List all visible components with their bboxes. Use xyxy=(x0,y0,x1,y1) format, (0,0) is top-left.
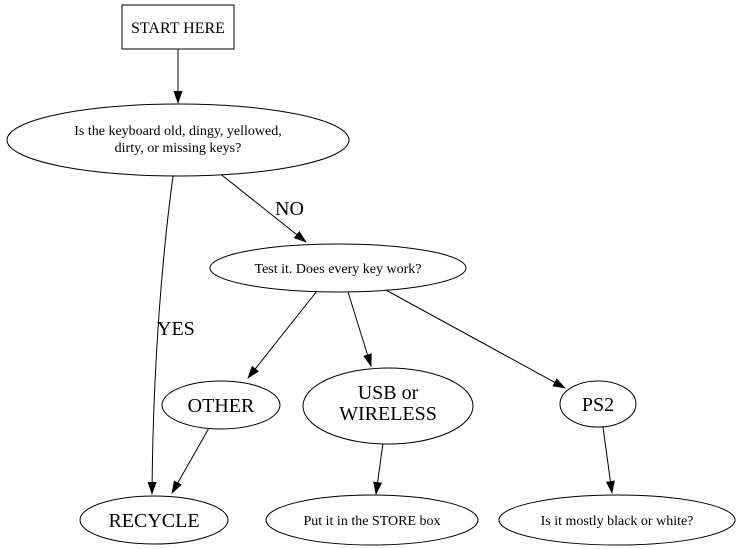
edge-test-other xyxy=(247,290,318,379)
usb-label-line2: WIRELESS xyxy=(339,403,437,425)
usb-ellipse xyxy=(302,367,474,445)
node-start: START HERE xyxy=(121,4,235,50)
edge-line-other-recycle xyxy=(171,427,210,494)
edge-ps2-blackwhite xyxy=(602,426,615,494)
start-label: START HERE xyxy=(131,20,225,37)
edge-label-yes: YES xyxy=(157,318,195,340)
condition-label-line2: dirty, or missing keys? xyxy=(115,141,242,156)
edge-condition-recycle: YES xyxy=(147,175,195,495)
edge-other-recycle xyxy=(171,427,210,494)
other-ellipse xyxy=(161,380,281,430)
recycle-ellipse xyxy=(79,495,229,545)
edge-test-usb xyxy=(347,291,372,367)
ps2-label: PS2 xyxy=(582,394,614,416)
store-ellipse xyxy=(265,494,479,546)
edge-condition-test: NO xyxy=(217,171,307,243)
node-test: Test it. Does every key work? xyxy=(209,243,467,293)
edge-label-no: NO xyxy=(275,198,304,220)
other-label: OTHER xyxy=(188,395,255,417)
edge-line-condition-recycle xyxy=(147,175,174,495)
recycle-label: RECYCLE xyxy=(108,510,199,532)
edge-line-ps2-blackwhite xyxy=(602,426,615,494)
node-other: OTHER xyxy=(161,380,281,430)
edge-line-usb-store xyxy=(373,442,384,495)
blackwhite-label: Is it mostly black or white? xyxy=(541,514,694,529)
edge-line-test-usb xyxy=(347,291,372,367)
node-store: Put it in the STORE box xyxy=(265,494,479,546)
node-ps2: PS2 xyxy=(559,380,637,428)
edge-usb-store xyxy=(373,442,384,495)
node-condition: Is the keyboard old, dingy, yellowed, di… xyxy=(6,103,350,177)
store-label: Put it in the STORE box xyxy=(303,514,440,529)
test-label: Test it. Does every key work? xyxy=(255,262,422,277)
test-ellipse xyxy=(209,243,467,293)
edge-test-ps2 xyxy=(383,288,566,389)
edge-line-condition-test xyxy=(217,171,307,243)
edge-line-test-ps2 xyxy=(383,288,566,389)
condition-ellipse xyxy=(6,103,350,177)
condition-label-line1: Is the keyboard old, dingy, yellowed, xyxy=(74,124,282,139)
node-recycle: RECYCLE xyxy=(79,495,229,545)
edge-line-test-other xyxy=(247,290,318,379)
ps2-ellipse xyxy=(559,380,637,428)
start-box xyxy=(121,4,235,50)
usb-label-line1: USB or xyxy=(358,382,419,404)
node-usb: USB or WIRELESS xyxy=(302,367,474,445)
blackwhite-ellipse xyxy=(498,494,736,546)
node-blackwhite: Is it mostly black or white? xyxy=(498,494,736,546)
